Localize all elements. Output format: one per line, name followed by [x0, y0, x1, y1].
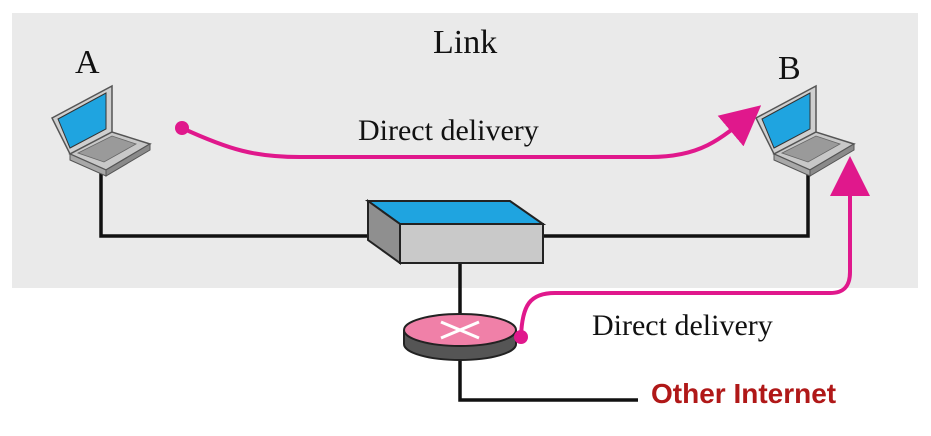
switch-icon — [364, 199, 547, 265]
wire-a-to-switch — [99, 170, 375, 238]
laptop-a-icon — [51, 84, 152, 177]
direct-delivery-path-router-to-b — [519, 156, 870, 338]
host-a-label: A — [75, 44, 100, 81]
wire-switch-to-b — [540, 170, 810, 238]
direct-delivery-top-label: Direct delivery — [358, 114, 539, 147]
direct-delivery-path-a-to-b — [181, 105, 762, 159]
laptop-b-icon — [755, 84, 856, 177]
wire-router-to-internet — [458, 352, 638, 402]
link-label: Link — [433, 24, 498, 61]
host-b-label: B — [778, 50, 801, 87]
direct-delivery-bottom-label: Direct delivery — [592, 309, 773, 342]
delivery-paths — [175, 105, 870, 344]
wires — [99, 170, 810, 402]
other-internet-label: Other Internet — [651, 378, 837, 409]
router-icon — [403, 313, 517, 361]
